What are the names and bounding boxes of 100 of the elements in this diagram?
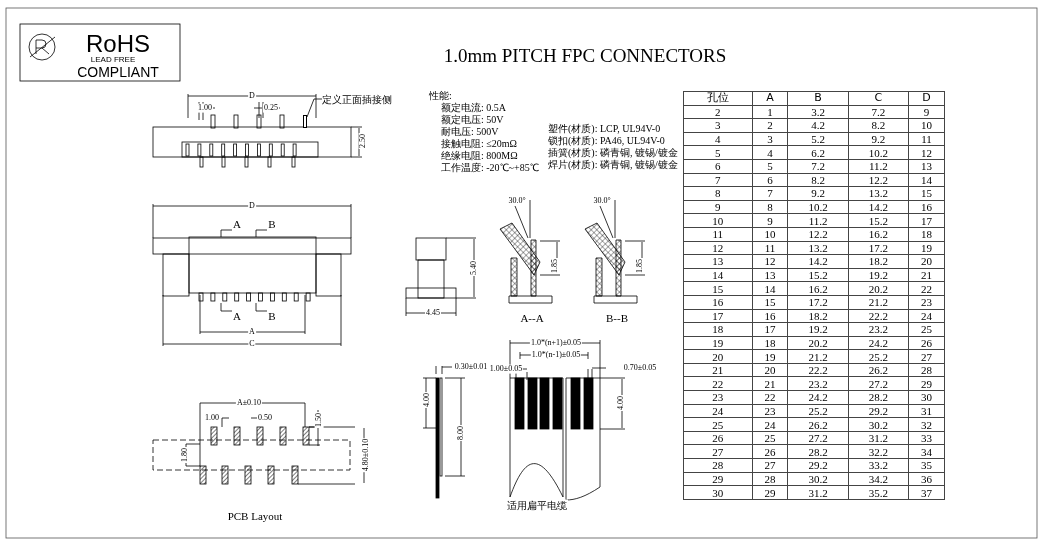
dimension-label: A [248,327,256,337]
table-cell: 16 [908,200,945,214]
table-cell: 4.2 [787,118,849,133]
table-cell: 20 [908,254,945,269]
table-cell: 24 [908,309,945,323]
table-cell: 17 [908,213,945,228]
table-cell: 9 [908,105,945,119]
table-cell: 31.2 [848,431,909,445]
table-cell: 29.2 [787,458,849,473]
table-cell: 21 [752,376,788,391]
table-cell: 27 [683,444,753,459]
spec-text: 性能: [428,90,453,101]
table-cell: 28.2 [848,390,909,405]
dimension-label: 5.40 [469,260,479,276]
table-cell: 17.2 [848,241,909,255]
table-cell: 16 [683,295,753,309]
table-cell: 12 [683,241,753,255]
mark-text: LEAD FREE [89,55,137,65]
spec-text: 接触电阻: ≤20mΩ [440,138,518,149]
table-cell: 11 [683,227,753,242]
spec-text: 锁扣(材质): PA46, UL94V-0 [547,135,666,146]
dimension-label: 0.30±0.01 [453,362,489,372]
dimension-label: 1.00 [204,413,220,423]
table-cell: 35 [908,458,945,473]
table-cell: 28 [683,458,753,473]
header-cell: D [908,91,945,106]
table-cell: 19 [752,349,788,364]
table-cell: 19.2 [848,268,909,282]
table-cell: 19 [908,241,945,255]
table-cell: 11 [752,241,788,255]
table-cell: 13.2 [787,241,849,255]
terminal-pin [303,115,307,128]
table-cell: 12 [752,254,788,269]
table-cell: 17 [683,309,753,323]
drawing-title: 1.0mm PITCH FPC CONNECTORS [443,45,727,67]
table-cell: 18.2 [848,254,909,269]
table-cell: 25.2 [848,349,909,364]
dimension-label: 0.50 [257,413,273,423]
leader-line [306,98,323,118]
table-cell: 13.2 [848,186,909,201]
table-cell: 23.2 [848,322,909,337]
table-cell: 25.2 [787,404,849,418]
header-cell: 孔位 [683,91,753,106]
table-cell: 9 [752,213,788,228]
table-cell: 30 [908,390,945,405]
dimension-label: 0.25 [263,103,279,113]
table-cell: 8.2 [787,173,849,187]
table-cell: 16.2 [848,227,909,242]
table-cell: 21 [908,268,945,282]
table-cell: 22.2 [848,309,909,323]
dimension-label: 4.00 [616,395,626,411]
table-cell: 27 [752,458,788,473]
table-cell: 22 [752,390,788,405]
table-cell: 26 [683,431,753,445]
table-cell: 14.2 [787,254,849,269]
header-cell: A [752,91,788,106]
table-cell: 22.2 [787,363,849,377]
table-cell: 9 [683,200,753,214]
table-cell: 23 [683,390,753,405]
table-cell: 25 [683,417,753,432]
table-cell: 21.2 [787,349,849,364]
table-cell: 36 [908,472,945,486]
table-cell: 24.2 [848,336,909,350]
dimension-label: A±0.10 [235,398,263,408]
header-cell: B [787,91,849,106]
table-cell: 27.2 [848,376,909,391]
callout-text: 定义正面插接侧 [322,93,392,105]
table-cell: 20.2 [848,281,909,296]
table-cell: 29 [683,472,753,486]
table-cell: 3.2 [787,105,849,119]
table-cell: 13 [752,268,788,282]
table-cell: 16 [752,309,788,323]
table-cell: 26.2 [787,417,849,432]
table-cell: 21 [683,363,753,377]
table-cell: 28 [908,363,945,377]
table-cell: 32.2 [848,444,909,459]
table-cell: 25 [908,322,945,337]
table-cell: 30.2 [848,417,909,432]
table-cell: 5.2 [787,132,849,146]
table-cell: 18 [908,227,945,242]
table-cell: 7.2 [787,159,849,174]
table-cell: 27.2 [787,431,849,445]
dimension-label: 适用扁平电缆 [506,499,568,511]
table-cell: 37 [908,485,945,500]
table-cell: 13 [683,254,753,269]
dimension-label: 8.00 [456,425,466,441]
dimension-label: 1.00 [197,103,213,113]
table-cell: 20 [683,349,753,364]
table-cell: 34.2 [848,472,909,486]
table-cell: 30 [683,485,753,500]
spec-text: 工作温度: -20℃~+85℃ [440,162,540,173]
dimension-label: 1.80 [180,447,190,463]
table-cell: 31.2 [787,485,849,500]
table-cell: 10 [908,118,945,133]
dimension-label: 1.00±0.05 [488,364,524,374]
table-cell: 5 [752,159,788,174]
table-cell: 14 [683,268,753,282]
table-cell: 15.2 [787,268,849,282]
table-cell: 23 [752,404,788,418]
table-cell: 24 [683,404,753,418]
